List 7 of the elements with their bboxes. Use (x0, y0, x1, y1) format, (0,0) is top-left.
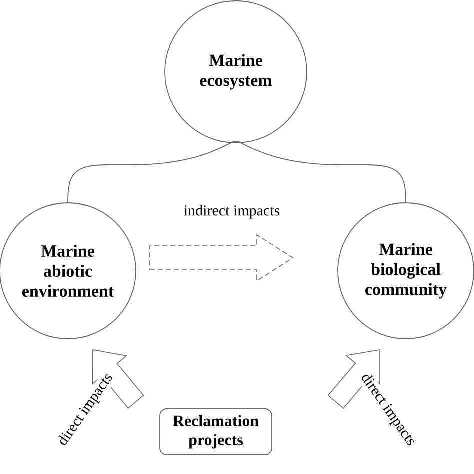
rounded-box: Reclamation projects (160, 408, 272, 456)
block-arrow (150, 234, 294, 282)
edge-label: indirect impacts (182, 204, 282, 220)
bracket-connector (68, 141, 236, 203)
block-arrow (92, 350, 144, 409)
circle-node: Marine ecosystem (164, 0, 308, 144)
bracket-connector (236, 141, 406, 203)
